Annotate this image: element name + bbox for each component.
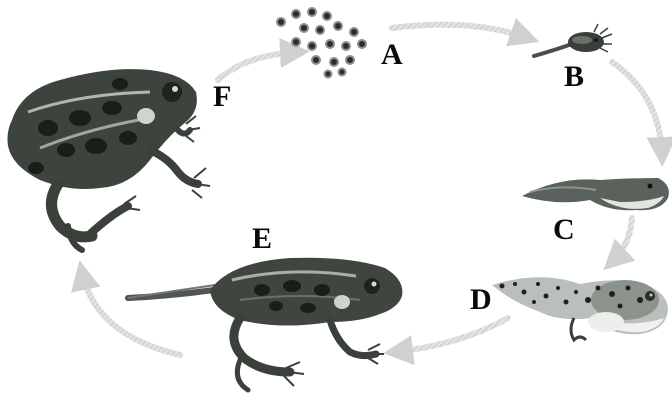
- arrow-e-to-f: [82, 272, 180, 355]
- label-c: C: [553, 215, 575, 245]
- hatchling-tadpole-icon: [534, 24, 612, 56]
- froglet-with-tail-icon: [128, 258, 402, 390]
- frog-eggs-icon: [277, 8, 366, 78]
- arrow-b-to-c: [612, 62, 662, 155]
- label-b: B: [564, 62, 584, 92]
- tadpole-icon: [522, 178, 669, 210]
- label-d: D: [470, 285, 492, 315]
- arrow-a-to-b: [392, 25, 528, 38]
- label-e: E: [252, 224, 272, 254]
- label-a: A: [381, 40, 403, 70]
- label-f: F: [213, 82, 231, 112]
- arrow-d-to-e: [395, 318, 508, 352]
- arrow-c-to-d: [612, 218, 632, 262]
- adult-frog-icon: [8, 69, 211, 250]
- tadpole-with-legs-icon: [492, 277, 668, 340]
- arrow-f-to-a: [218, 52, 298, 80]
